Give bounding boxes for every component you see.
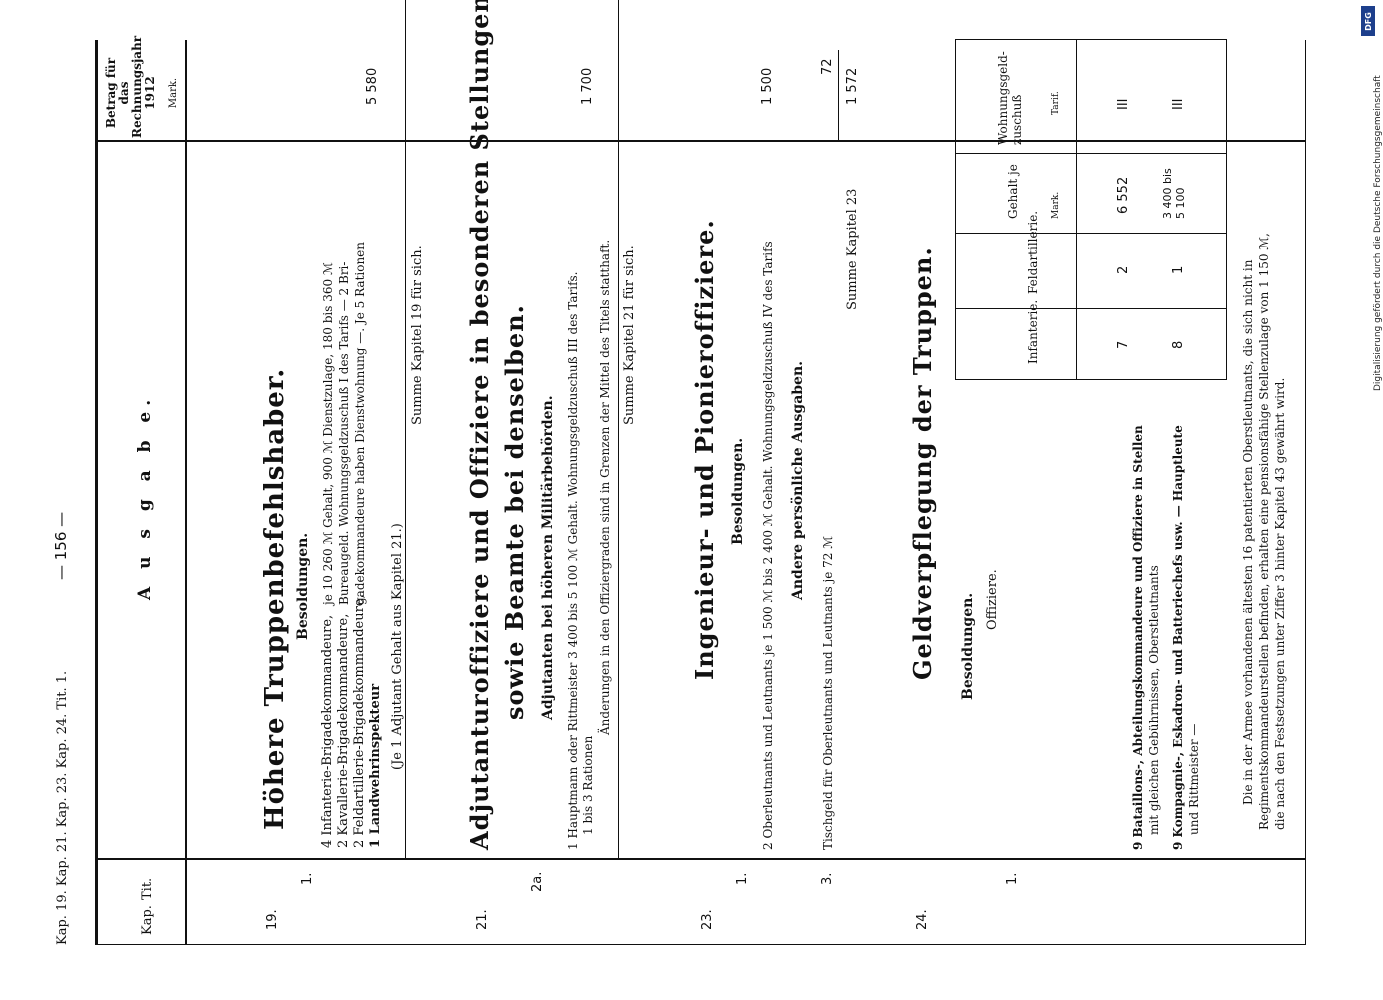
k24-besoldungen: Besoldungen. — [960, 592, 976, 700]
k24-table-wg: Wohnungsgeld-zuschuß Tarif. III III — [955, 39, 1227, 155]
running-head: Kap. 19. Kap. 21. Kap. 23. Kap. 24. Tit.… — [55, 670, 70, 945]
k21-title-2: sowie Beamte bei denselben. — [500, 304, 529, 720]
k23-tit2: 3. — [820, 872, 835, 885]
k21-line1: 1 Hauptmann oder Rittmeister 3 400 bis 5… — [566, 271, 580, 851]
k23-amount2: 72 — [820, 58, 835, 75]
k24-table-header-line — [1076, 154, 1077, 379]
k23-tit1: 1. — [735, 872, 750, 885]
kap-tit-divider — [95, 858, 1305, 860]
k24-table-wg-line — [1076, 40, 1077, 155]
k24-row1-feld: 1 — [1171, 265, 1186, 274]
dfg-logo: DFG — [1361, 6, 1375, 36]
k24-row0-gehalt: 6 552 — [1116, 176, 1131, 214]
k24-th-wohn: Wohnungsgeld-zuschuß — [996, 51, 1024, 145]
k19-title: Höhere Truppenbefehlshaber. — [260, 367, 290, 830]
k24-footnote-1: Regimentskommandeurstellen befinden, erh… — [1257, 233, 1271, 830]
k24-kap: 24. — [915, 909, 930, 930]
k23-title: Ingenieur- und Pionieroffiziere. — [690, 219, 719, 680]
k24-th-gehalt: Gehalt je — [1006, 164, 1020, 219]
col-kap: Kap. — [140, 905, 155, 935]
k24-row1-inf: 8 — [1171, 340, 1186, 349]
k23-besoldungen: Besoldungen. — [730, 437, 746, 545]
k24-row1-tarif: III — [1171, 98, 1186, 110]
dfg-margin: DFG Digitalisierung gefördert durch die … — [1361, 6, 1383, 996]
k24-offiziere: Offiziere. — [985, 569, 1000, 630]
k24-row0-text2: mit gleichen Gebührnissen, Oberstleutnan… — [1147, 565, 1161, 835]
k24-title: Geldverpflegung der Truppen. — [908, 246, 937, 680]
page-number: — 156 — — [52, 511, 70, 580]
k24-row0-tarif: III — [1116, 98, 1131, 110]
frame-top-line — [95, 40, 98, 945]
dfg-note: Digitalisierung gefördert durch die Deut… — [1373, 75, 1383, 391]
k24-footnote-0: Die in der Armee vorhandenen ältesten 16… — [1241, 259, 1255, 805]
k19-item-1: 2 Kavallerie-Brigadekommandeure, — [336, 613, 351, 848]
k19-desc-1: Bureaugeld. Wohnungsgeldzuschuß I des Ta… — [337, 261, 351, 605]
k24-th-mark: Mark. — [1051, 191, 1061, 219]
k23-sum: Summe Kapitel 23 — [845, 188, 860, 310]
k19-desc-0: je 10 260 ℳ Gehalt, 900 ℳ Dienstzulage, … — [321, 262, 335, 605]
k23-line2: Tischgeld für Oberleutnants und Leutnant… — [821, 535, 835, 850]
col-betrag: Betrag für das Rechnungsjahr 1912 — [104, 35, 157, 138]
k24-tit: 1. — [1005, 872, 1020, 885]
k21-line3: Änderungen in den Offiziergraden sind in… — [598, 239, 612, 735]
k21-kap: 21. — [475, 909, 490, 930]
k21-title-1: Adjutanturoffiziere und Offiziere in bes… — [465, 0, 494, 850]
header-bottom-line — [185, 40, 187, 945]
k21-tit: 2a. — [530, 871, 545, 892]
col-mark: Mark. — [168, 77, 179, 109]
k19-item-0: 4 Infanterie-Brigadekommandeure, — [320, 614, 335, 848]
k19-kap: 19. — [265, 909, 280, 930]
section-title: A u s g a b e. — [135, 393, 155, 600]
k19-item-3: 1 Landwehrinspekteur — [368, 683, 383, 848]
k24-th-feld: Feldartillerie. — [1026, 210, 1040, 294]
k24-table-divider-2 — [956, 233, 1226, 234]
k24-footnote-2: die nach den Festsetzungen unter Ziffer … — [1273, 377, 1287, 830]
k19-end-line — [405, 0, 406, 860]
k19-item-2: 2 Feldartillerie-Brigadekommandeure, — [352, 594, 367, 848]
k24-row1-gehalt: 3 400 bis 5 100 — [1161, 168, 1187, 219]
k24-th-tarif: Tarif. — [1051, 91, 1061, 115]
k23-amount1: 1 500 — [760, 67, 775, 105]
k24-row0-inf: 7 — [1116, 340, 1131, 349]
k24-th-inf: Infanterie. — [1026, 299, 1040, 364]
k23-kap: 23. — [700, 909, 715, 930]
frame-left-line — [95, 944, 1305, 945]
k23-andere: Andere persönliche Ausgaben. — [790, 360, 806, 600]
k19-note: (Je 1 Adjutant Gehalt aus Kapitel 21.) — [390, 523, 405, 770]
k21-sum: Summe Kapitel 21 für sich. — [622, 245, 637, 425]
frame-bottom-line — [1305, 40, 1306, 945]
k21-line2: 1 bis 3 Rationen — [581, 735, 595, 835]
k24-row0-feld: 2 — [1116, 265, 1131, 274]
k24-row1-text2: und Rittmeister — — [1187, 723, 1201, 835]
k24-table: Infanterie. Feldartillerie. Gehalt je Ma… — [955, 153, 1227, 380]
k19-desc-2: gadekommandeure haben Dienstwohnung —. J… — [353, 241, 367, 605]
k19-besoldungen: Besoldungen. — [295, 532, 311, 640]
k21-end-line — [618, 0, 619, 860]
k24-row0-text1: 9 Bataillons-, Abteilungskommandeure und… — [1131, 425, 1145, 850]
k19-sum: Summe Kapitel 19 für sich. — [410, 245, 425, 425]
k24-table-divider-1 — [956, 308, 1226, 309]
k23-line1: 2 Oberleutnants und Leutnants je 1 500 ℳ… — [761, 241, 775, 850]
k19-tit: 1. — [300, 872, 315, 885]
col-tit: Tit. — [140, 877, 155, 900]
k23-sum-line — [838, 50, 839, 140]
k19-amount: 5 580 — [365, 67, 380, 105]
k24-row1-text1: 9 Kompagnie-, Eskadron- und Batteriechef… — [1171, 425, 1185, 850]
k23-sum-amount: 1 572 — [845, 67, 860, 105]
k21-amount: 1 700 — [580, 67, 595, 105]
k21-sub: Adjutanten bei höheren Militärbehörden. — [540, 395, 556, 720]
